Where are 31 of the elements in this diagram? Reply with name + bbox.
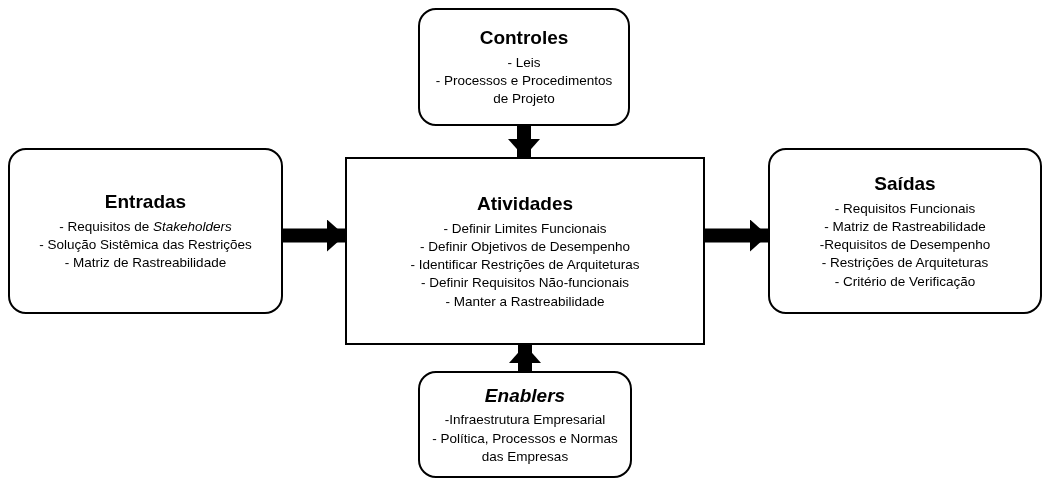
list-item: -Requisitos de Desempenho: [819, 236, 991, 255]
controls-box: [418, 8, 630, 126]
arrow: [705, 219, 768, 252]
box-heading: Enablers: [484, 383, 566, 408]
list-item: - Restrições de Arquiteturas: [821, 254, 989, 273]
box-heading: Controles: [479, 26, 569, 51]
activities-box: [345, 157, 705, 345]
list-item: - Solução Sistêmica das Restrições: [39, 236, 252, 255]
arrow: [508, 126, 540, 157]
enablers-box: [418, 371, 632, 478]
list-item: - Manter a Rastreabilidade: [445, 292, 605, 311]
list-item: - Leis: [507, 54, 541, 72]
list-item: - Requisitos de Stakeholders: [59, 218, 232, 236]
list-item: - Definir Requisitos Não-funcionais: [421, 274, 629, 293]
list-item: - Processos e Procedimentos de Projeto: [434, 72, 614, 109]
list-item: - Matriz de Rastreabilidade: [824, 218, 986, 236]
list-item: - Identificar Restrições de Arquiteturas: [410, 256, 640, 275]
inputs-box: [8, 148, 283, 314]
arrow: [509, 345, 541, 371]
list-item: - Requisitos Funcionais: [834, 199, 976, 218]
box-heading: Entradas: [104, 190, 187, 215]
list-item: - Critério de Verificação: [834, 272, 976, 291]
arrow: [283, 219, 345, 252]
outputs-box: [768, 148, 1042, 314]
list-item: -Infraestrutura Empresarial: [444, 411, 606, 430]
list-item: - Definir Objetivos de Desempenho: [419, 238, 631, 256]
list-item: - Política, Processos e Normas das Empresas: [431, 429, 619, 466]
list-item: - Matriz de Rastreabilidade: [64, 254, 227, 273]
box-heading: Atividades: [476, 192, 574, 217]
list-item: - Definir Limites Funcionais: [443, 219, 607, 238]
box-heading: Saídas: [874, 172, 936, 197]
